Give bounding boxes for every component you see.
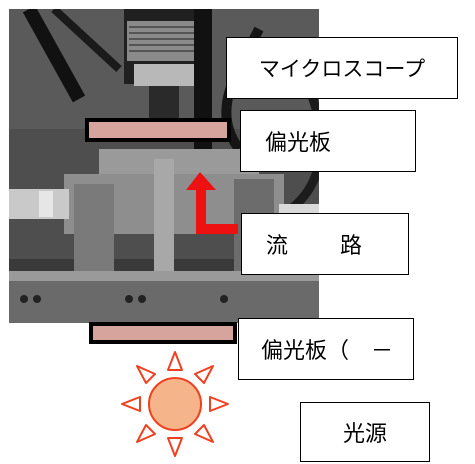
light-source-label: 光源	[300, 402, 430, 462]
sun-icon	[121, 351, 229, 457]
microscope-label: マイクロスコープ	[226, 37, 458, 99]
flow-path-label-text: 流路	[266, 228, 362, 260]
lower-polarizer-label-text: 偏光板（ －	[261, 339, 394, 364]
light-source-label-text: 光源	[342, 422, 387, 447]
upper-polarizer-label-text: 偏光板	[265, 131, 332, 156]
flow-path-char-1: 流	[266, 234, 289, 259]
lower-polarizer-label: 偏光板（ －	[238, 318, 414, 380]
upper-polarizer-label: 偏光板	[240, 110, 416, 172]
upper-polarizer	[85, 118, 231, 142]
flow-arrow-icon	[186, 172, 238, 234]
microscope-label-text: マイクロスコープ	[258, 57, 426, 81]
lower-polarizer	[89, 322, 237, 344]
flow-path-label: 流路	[241, 213, 409, 275]
flow-path-char-2: 路	[340, 234, 363, 259]
